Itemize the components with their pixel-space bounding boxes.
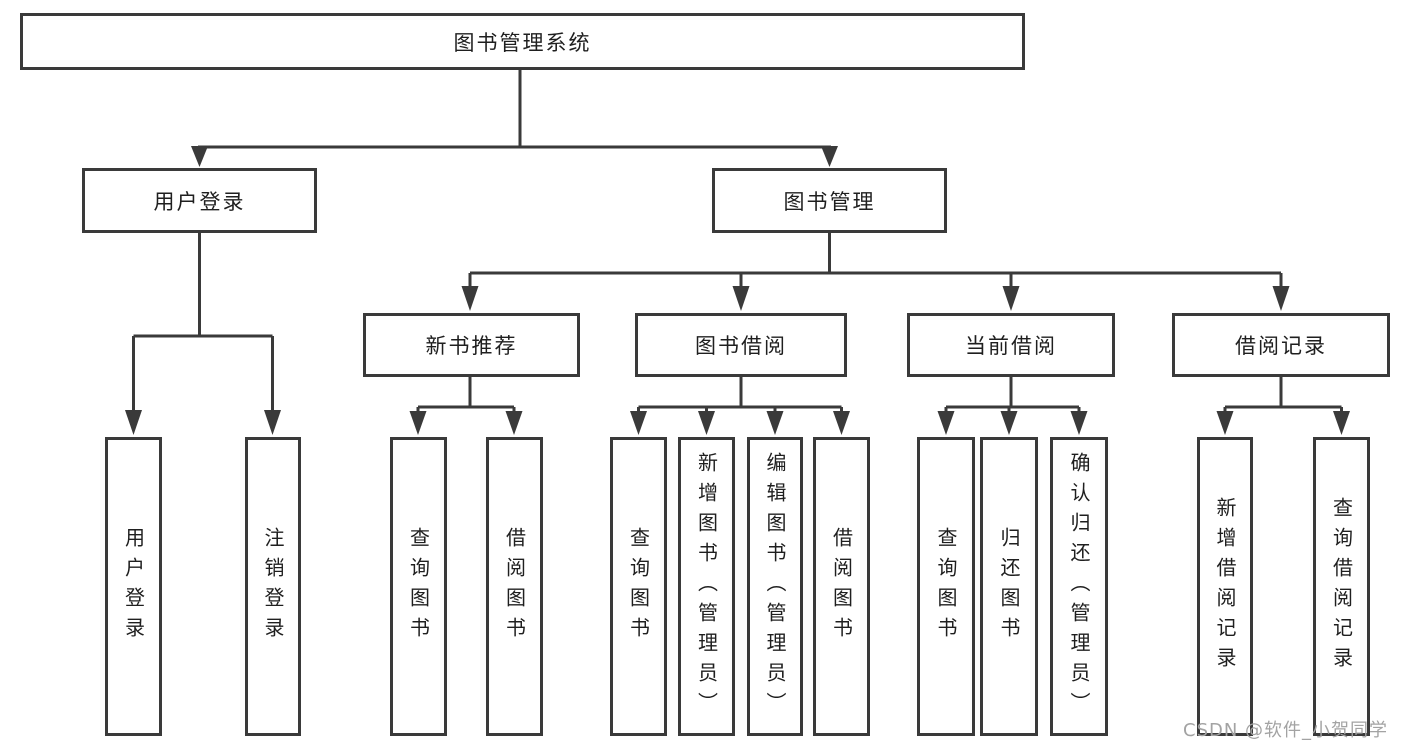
- leaf-query-books-current: 查询图书: [917, 437, 975, 736]
- connector-currentborrow-to-children: [944, 377, 1081, 413]
- leaf-add-book-admin: 新增图书（管理员）: [678, 437, 735, 736]
- leaf-query-books-borrow: 查询图书: [610, 437, 667, 736]
- leaf-return-book: 归还图书: [980, 437, 1038, 736]
- leaf-confirm-return-admin: 确认归还（管理员）: [1050, 437, 1108, 736]
- node-book-management: 图书管理: [712, 168, 947, 233]
- node-current-borrow: 当前借阅: [907, 313, 1115, 377]
- connector-bookmgmt-to-level3: [468, 233, 1283, 288]
- leaf-edit-book-admin: 编辑图书（管理员）: [747, 437, 803, 736]
- node-user-login: 用户登录: [82, 168, 317, 233]
- connector-root-to-level2: [198, 70, 831, 149]
- node-new-book-recommend: 新书推荐: [363, 313, 580, 377]
- connector-userlogin-to-children: [132, 233, 274, 412]
- csdn-watermark: CSDN @软件_小贺同学: [1183, 720, 1389, 741]
- leaf-query-books-recommend: 查询图书: [390, 437, 447, 736]
- connector-records-to-children: [1223, 377, 1343, 413]
- leaf-borrow-books: 借阅图书: [813, 437, 870, 736]
- connector-bookborrow-to-children: [637, 377, 843, 413]
- node-borrow-records: 借阅记录: [1172, 313, 1390, 377]
- connector-newbook-to-children: [416, 377, 516, 413]
- leaf-query-borrow-record: 查询借阅记录: [1313, 437, 1370, 736]
- leaf-add-borrow-record: 新增借阅记录: [1197, 437, 1253, 736]
- leaf-borrow-books-recommend: 借阅图书: [486, 437, 543, 736]
- node-book-borrow: 图书借阅: [635, 313, 847, 377]
- leaf-user-login: 用户登录: [105, 437, 162, 736]
- leaf-logout: 注销登录: [245, 437, 301, 736]
- node-root: 图书管理系统: [20, 13, 1025, 70]
